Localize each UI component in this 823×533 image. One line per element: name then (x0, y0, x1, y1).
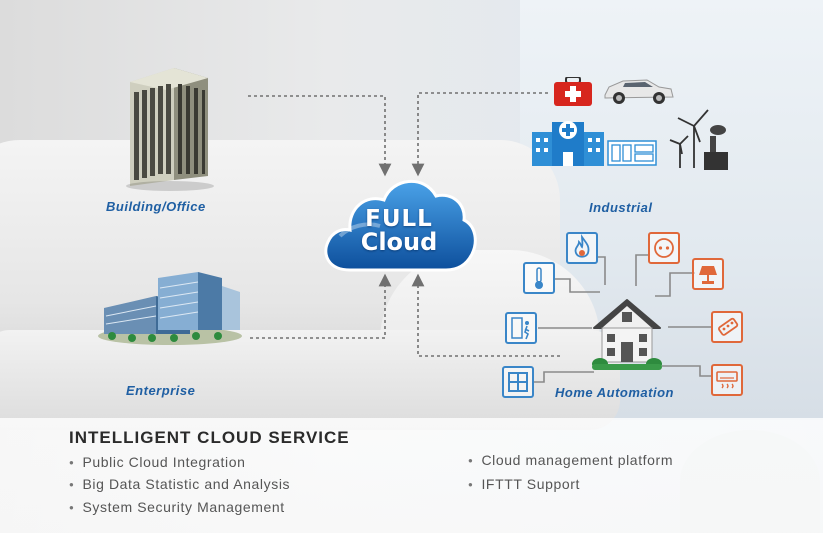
car-icon (604, 79, 674, 104)
house-icon (592, 299, 662, 370)
wind-turbine-icon (669, 109, 709, 168)
cloud-icon (324, 179, 477, 272)
link-lamp (655, 272, 695, 297)
feature-item: Big Data Statistic and Analysis (69, 476, 290, 492)
cloud-title-line2: Cloud (360, 228, 438, 256)
feature-item: Public Cloud Integration (69, 454, 246, 470)
link-outlet (635, 254, 650, 286)
connector-industrial (411, 92, 548, 177)
link-fire (598, 256, 606, 285)
lamp-icon (692, 258, 724, 290)
connector-building (248, 95, 392, 177)
power-outlet-icon (648, 232, 680, 264)
label-enterprise: Enterprise (126, 383, 196, 398)
air-conditioner-icon (711, 364, 743, 396)
control-panel-icon (607, 140, 657, 166)
label-industrial: Industrial (589, 200, 653, 215)
thermometer-icon (523, 262, 555, 294)
label-home-automation: Home Automation (555, 385, 674, 400)
label-building-office: Building/Office (106, 199, 206, 214)
fire-alarm-icon (566, 232, 598, 264)
feature-item: System Security Management (69, 499, 285, 515)
window-icon (502, 366, 534, 398)
link-thermometer (555, 278, 600, 293)
full-cloud: FULL Cloud (320, 170, 478, 274)
remote-control-icon (711, 311, 743, 343)
cloud-title-line1: FULL (365, 206, 433, 232)
first-aid-kit-icon (554, 77, 592, 106)
door-sensor-icon (505, 312, 537, 344)
feature-item: Cloud management platform (468, 452, 673, 468)
factory-icon (704, 125, 728, 170)
panel-title: INTELLIGENT CLOUD SERVICE (69, 428, 350, 447)
hospital-icon (532, 121, 604, 166)
enterprise-campus-icon (98, 272, 242, 345)
feature-item: IFTTT Support (468, 476, 580, 492)
connector-enterprise (250, 273, 392, 339)
link-window (533, 371, 594, 383)
office-tower-icon (126, 68, 214, 191)
connector-home (411, 273, 560, 357)
link-ac (662, 365, 711, 377)
